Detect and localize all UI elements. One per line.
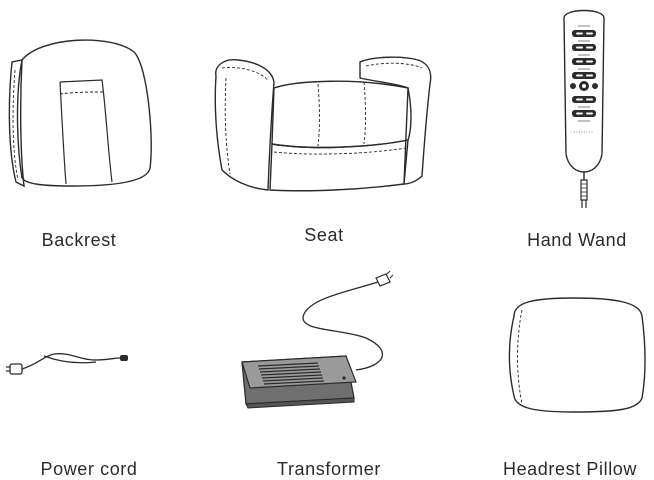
seat-label: Seat <box>304 225 344 245</box>
hand-wand-label: Hand Wand <box>527 230 627 250</box>
backrest-label: Backrest <box>41 230 117 250</box>
hand-wand-illustration <box>556 4 612 210</box>
headrest-pillow-illustration <box>504 296 650 416</box>
power-cord-label: Power cord <box>40 459 138 479</box>
power-cord-illustration <box>4 346 134 386</box>
backrest-illustration <box>2 30 160 192</box>
transformer-label: Transformer <box>277 459 381 479</box>
transformer-illustration <box>236 270 396 416</box>
seat-illustration <box>208 48 440 198</box>
headrest-pillow-label: Headrest Pillow <box>502 459 638 479</box>
